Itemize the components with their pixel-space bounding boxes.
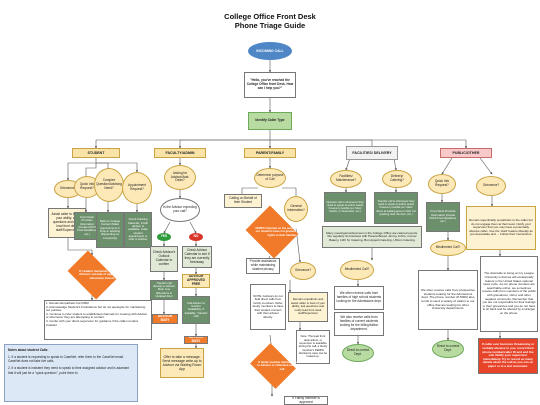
faculty-approved-node: ADVISOR APPROVED FREE [182,274,210,288]
student-complex-node: Complex Question/Advising Need? [94,168,124,202]
facilities-header: FACILITIES/ DELIVERY [346,146,398,160]
facilities-receive2-node: We also receive calls from families of c… [334,312,384,336]
student-escalate-label: If student demands to speak to Advisor o… [79,268,125,280]
faculty-yes-node: YES [157,233,171,241]
faculty-asking-node: Asking for Advisor/Asst. Dean? [164,165,196,190]
parent-header: PARENT/FAMILY [244,148,296,158]
public-frontdesk-node: Front Desk Provides Information (Create … [426,202,460,232]
notes-item: 2. If a student is insistent they need t… [8,366,130,375]
faculty-transfer-node: Transfer call directly to Advisor Main L… [150,280,178,300]
public-receive-node: We often receive calls from prospective … [418,270,478,330]
public-downside-node: The downside to being an Ivy League Univ… [480,256,538,332]
student-schedule-node: Check Advising Calendar; If with advisor… [124,212,152,248]
parent-determine-node: Determine purpose of Call [254,168,286,188]
faculty-busy2-node: ADVISOR BUSY [184,336,208,344]
facilities-contacts-node: Many meetings/conferences in the College… [322,226,422,248]
parent-ferpa-diamond: FERPA! Operate on the assumption that ou… [244,205,309,259]
faculty-header: FACULTY/ADMIN [154,148,206,158]
student-escalate-diamond: If student demands to speak to Advisor o… [64,250,125,300]
public-threat-node: If caller ever becomes threatening or ve… [478,338,538,374]
notes-item: 1. If a student is requesting to speak t… [8,355,124,364]
parent-threat-diamond: If family member demands to speak to Adv… [248,343,307,389]
parent-grievance-node: Grievance? [290,262,316,280]
student-steps-node: 1. Remain Empathetic but FIRM 2. Acknowl… [44,300,152,340]
public-remain-node: Remain superficially empathetic to the c… [466,206,536,250]
public-direct-node: Direct to correct Dept. [432,340,464,358]
parent-ferpa-label: FERPA! Operate on the assumption that ou… [255,226,309,237]
student-frontdesk-node: Front Desk Provides Information (Create … [74,212,100,240]
greeting-node: "Hello, you've reached the College Offic… [244,72,296,98]
facilities-receive-node: We often receive calls from families of … [334,286,384,310]
facilities-maintenance-node: Facilities/ Maintenance? [330,170,362,188]
parent-empathetic-node: Remain empathetic and assist caller to b… [288,292,328,322]
faculty-no-node: NO [189,233,203,241]
faculty-busy1-node: ADVISOR BUSY [152,314,178,324]
public-header: PUBLIC/OTHER [440,148,492,158]
incoming-call-node: INCOMING CALL [248,42,292,60]
student-refer-node: Refer to College Contact (Make Appointme… [96,212,124,248]
faculty-checkbusy-node: Check Advisor Calendar to see if they ar… [182,246,212,268]
faculty-callprompt-node: Call Advisor to Confirm Availability; If… [182,296,210,324]
public-grievance-node: Grievance? [476,176,506,196]
faculty-checkcal-node: Check Advisor's Outlook Calendar to conf… [150,246,178,272]
parent-threat-label: If family member demands to speak to Adv… [257,360,307,371]
public-quickinfo-node: Quick Info Request? [428,174,456,194]
facilities-operator1-node: Operator call to whomever they need to s… [324,192,366,222]
student-appointment-node: Appointment Request? [122,172,152,204]
parent-behalf-node: Calling on Behalf of their Student [224,194,262,208]
parent-general-node: General information? [284,196,308,222]
student-notes-panel: Notes about student Calls: 1. If a stude… [4,344,138,402]
parent-provide-node: Provide assistance while maintaining stu… [246,258,280,274]
page-title: College Office Front Desk [224,12,316,21]
page-subtitle: Phone Triage Guide [234,21,306,30]
facilities-misdirected-node: Misdirected Call? [340,260,374,280]
parent-note-node: NOTE: Advisors do not field direct calls… [250,284,286,330]
public-misdirected-node: Misdirected Call? [430,240,466,256]
parent-note2-node: Note: The lead front desk admin, or supe… [296,330,330,364]
faculty-expecting-node: Is the Advisor expecting your call? [160,198,200,222]
parent-ifmember-node: If Family member is approved [284,396,328,405]
student-header: STUDENT [72,148,120,158]
notes-title: Notes about student Calls: [8,348,49,352]
facilities-operator2-node: Transfer call to whomever they need to s… [374,192,418,224]
facilities-delivery-node: Delivery/ Catering? [382,170,412,188]
facilities-direct-node: Direct to correct Dept. [342,344,374,362]
identify-caller-node: Identify Caller Type [248,112,292,130]
faculty-message-node: Offer to take a message. Send message wr… [160,348,204,378]
